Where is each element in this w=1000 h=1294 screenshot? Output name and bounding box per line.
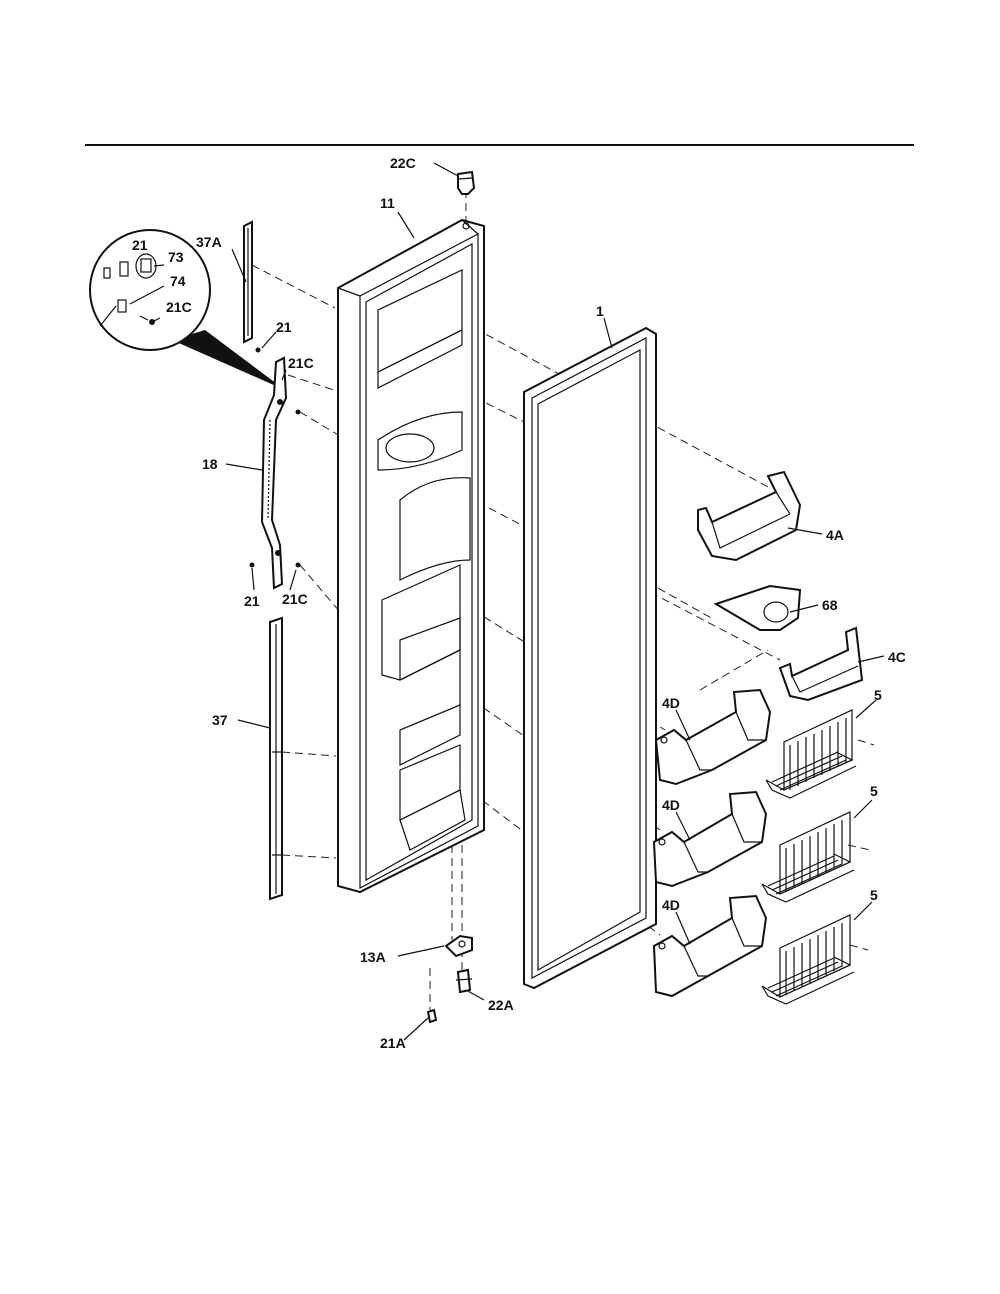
- callout-21A: 21A: [380, 1035, 406, 1051]
- screw-21-bottom-icon: [249, 562, 255, 568]
- bin-4D-1: [654, 688, 772, 786]
- callout-37A: 37A: [196, 234, 222, 250]
- callout-labels: 22C 11 37A 21 73 74 21C 21 21C 18 21 21C…: [132, 155, 906, 1051]
- callout-73: 73: [168, 249, 184, 265]
- bin-4D-3: [652, 894, 768, 998]
- hinge-13A: [444, 934, 473, 958]
- detail-magnifier: [89, 229, 285, 390]
- callout-1: 1: [596, 303, 604, 319]
- screw-21C-top-icon: [295, 409, 301, 415]
- screw-21-top-icon: [255, 347, 261, 353]
- bushing-22A: [455, 968, 473, 994]
- callout-37: 37: [212, 712, 228, 728]
- bin-4D-2: [652, 790, 768, 888]
- wire-basket-5-1: [765, 709, 857, 799]
- callout-4C: 4C: [888, 649, 906, 665]
- door-11: [337, 218, 485, 894]
- callout-22C: 22C: [390, 155, 416, 171]
- callout-21-bottom: 21: [244, 593, 260, 609]
- screw-21C-bottom-icon: [295, 562, 301, 568]
- callout-4D-3: 4D: [662, 897, 680, 913]
- callout-21C-bottom: 21C: [282, 591, 308, 607]
- handle-18: [260, 356, 288, 590]
- callout-4D-2: 4D: [662, 797, 680, 813]
- detail-screw-21-icon: [103, 261, 129, 279]
- callout-4A: 4A: [826, 527, 844, 543]
- callout-21C-top: 21C: [288, 355, 314, 371]
- callout-18: 18: [202, 456, 218, 472]
- callout-68: 68: [822, 597, 838, 613]
- trim-37A: [243, 220, 253, 344]
- callout-5-1: 5: [874, 687, 882, 703]
- callout-21-detail: 21: [132, 237, 148, 253]
- callout-13A: 13A: [360, 949, 386, 965]
- callout-21C-detail: 21C: [166, 299, 192, 315]
- trim-37: [269, 616, 283, 901]
- screw-21A-icon: [426, 1008, 438, 1024]
- tray-68: [713, 584, 802, 631]
- callout-22A: 22A: [488, 997, 514, 1013]
- callout-74: 74: [170, 273, 186, 289]
- screws: [249, 347, 301, 568]
- callout-21-top: 21: [276, 319, 292, 335]
- callout-11: 11: [380, 195, 395, 211]
- wire-basket-5-2: [761, 811, 855, 903]
- liner-1: [523, 326, 657, 990]
- bin-4C: [778, 626, 864, 702]
- callout-4D-1: 4D: [662, 695, 680, 711]
- wire-basket-5-3: [761, 914, 855, 1005]
- bin-4A: [697, 470, 802, 562]
- callout-5-2: 5: [870, 783, 878, 799]
- leader-lines: [129, 162, 885, 1041]
- cap-22C: [457, 170, 476, 195]
- detail-bracket-74-icon: [99, 299, 127, 327]
- callout-5-3: 5: [870, 887, 878, 903]
